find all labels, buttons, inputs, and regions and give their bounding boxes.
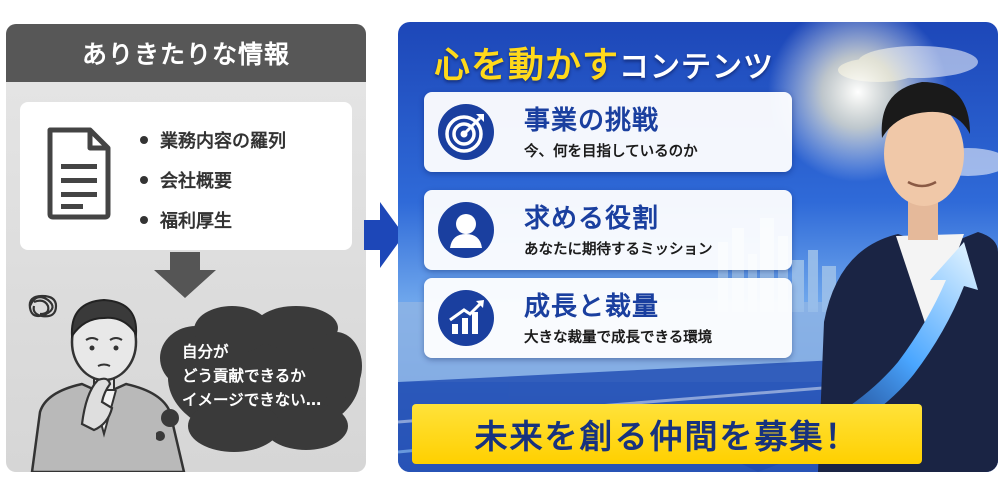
rising-arrow-icon: [738, 242, 978, 472]
info-card: 業務内容の羅列 会社概要 福利厚生: [20, 102, 352, 250]
target-icon: [438, 104, 494, 160]
engaging-content-panel: 心を動かすコンテンツ 事業の挑戦 今、何を目指しているのか 求める役割 あなたに…: [398, 22, 998, 472]
bullet-icon: [140, 136, 148, 144]
list-item: 福利厚生: [140, 202, 286, 238]
feature-desc: 大きな裁量で成長できる環境: [524, 330, 713, 346]
thought-text: 自分が どう貢献できるか イメージできない…: [182, 343, 322, 409]
document-icon: [47, 127, 111, 220]
bullet-icon: [140, 176, 148, 184]
feature-card-role: 求める役割 あなたに期待するミッション: [424, 190, 792, 270]
confused-person-illustration: [28, 294, 186, 472]
scribble-icon: [28, 294, 58, 318]
thought-bubble: [156, 306, 362, 452]
right-arrow-icon: [364, 202, 404, 268]
feature-desc: あなたに期待するミッション: [524, 242, 713, 258]
feature-title: 求める役割: [524, 204, 660, 234]
list-item: 会社概要: [140, 162, 286, 198]
panel-header: ありきたりな情報: [6, 24, 366, 82]
info-list: 業務内容の羅列 会社概要 福利厚生: [140, 122, 286, 242]
bullet-icon: [140, 216, 148, 224]
feature-title: 成長と裁量: [524, 292, 660, 322]
down-arrow-icon: [154, 252, 216, 298]
feature-card-growth: 成長と裁量 大きな裁量で成長できる環境: [424, 278, 792, 358]
person-icon: [438, 202, 494, 258]
generic-info-panel: ありきたりな情報 業務内容の羅列 会社概要 福利厚生: [6, 24, 366, 472]
panel-title: 心を動かすコンテンツ: [434, 45, 775, 86]
feature-desc: 今、何を目指しているのか: [524, 144, 698, 160]
growth-chart-icon: [438, 290, 494, 346]
list-item: 業務内容の羅列: [140, 122, 286, 158]
feature-title: 事業の挑戦: [524, 106, 660, 136]
recruit-banner: 未来を創る仲間を募集！: [412, 404, 922, 464]
feature-card-challenge: 事業の挑戦 今、何を目指しているのか: [424, 92, 792, 172]
